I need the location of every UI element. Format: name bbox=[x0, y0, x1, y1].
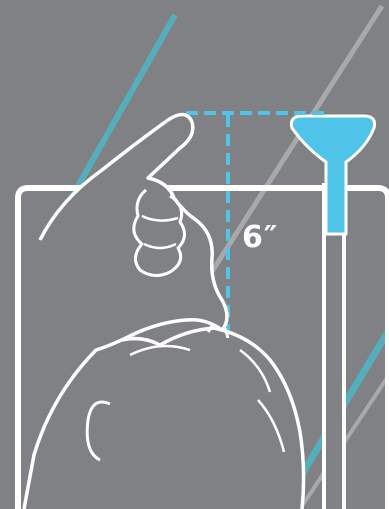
measurement-label: 6″ bbox=[242, 218, 278, 258]
glare-streak-white-top bbox=[186, 6, 382, 312]
gauge-head-fill bbox=[291, 116, 374, 234]
head-outline bbox=[24, 328, 304, 509]
